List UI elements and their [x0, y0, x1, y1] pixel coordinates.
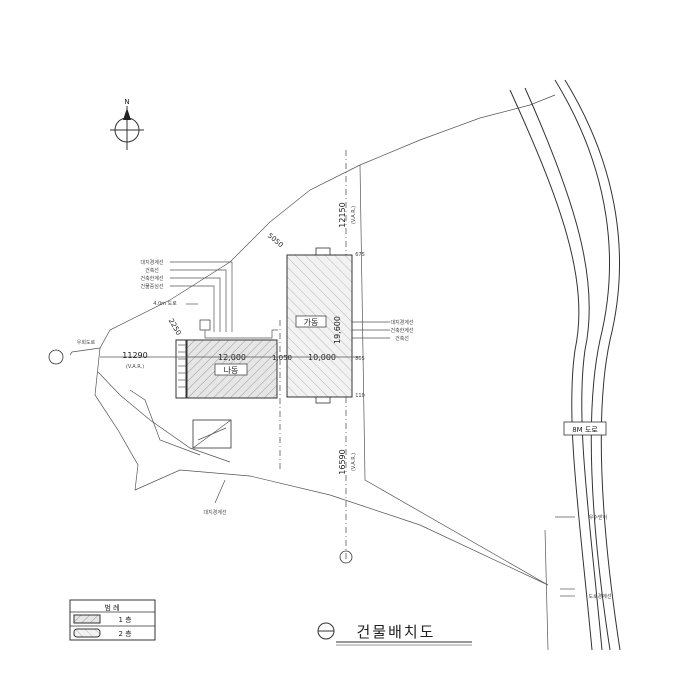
svg-text:건축한계선: 건축한계선 [140, 275, 163, 282]
road-label: 8M 도로 [572, 426, 598, 434]
svg-text:건물중심선: 건물중심선 [140, 283, 163, 290]
road-notes: 우수받이 도로경계선 [555, 514, 612, 600]
west-note: 우회도로 [77, 339, 96, 346]
ga-width: 10,000 [308, 353, 336, 362]
svg-text:건축선: 건축선 [145, 267, 159, 274]
svg-text:805: 805 [355, 356, 365, 362]
na-label: 나동 [224, 366, 239, 375]
svg-text:대지경계선: 대지경계선 [203, 509, 226, 516]
site-boundary [69, 94, 556, 586]
svg-text:도로경계선: 도로경계선 [588, 593, 611, 600]
drawing-title-text: 건물배치도 [356, 623, 435, 641]
bottom-note: 대지경계선 [203, 479, 227, 516]
svg-text:(V.A.R.): (V.A.R.) [351, 206, 357, 224]
svg-text:4.0m 도로: 4.0m 도로 [153, 301, 177, 307]
dim-north-setback: 12150 [338, 202, 347, 227]
svg-text:(V.A.R.): (V.A.R.) [351, 453, 357, 471]
road-label-box: 8M 도로 [563, 421, 607, 436]
svg-text:대지경계선: 대지경계선 [390, 319, 413, 326]
svg-text:675: 675 [355, 252, 365, 258]
building-na: 12,000 나동 [175, 339, 278, 399]
legend-item-2: 2 층 [118, 629, 132, 638]
drawing-title: 건물배치도 [317, 622, 472, 646]
legend-title: 범 례 [104, 603, 119, 612]
svg-text:건축선: 건축선 [395, 335, 409, 342]
dim-gap: 1,050 [272, 354, 292, 362]
ga-label: 가동 [304, 318, 319, 327]
annex-box [192, 419, 232, 449]
svg-text:건축한계선: 건축한계선 [390, 327, 413, 334]
dim-south-setback: 16590 [338, 449, 347, 474]
north-label: N [124, 98, 129, 106]
dim-west-setback: 11290 [122, 351, 147, 360]
dim-diag-1: 5050 [266, 232, 285, 250]
svg-text:대지경계선: 대지경계선 [140, 259, 163, 266]
svg-text:우수받이: 우수받이 [589, 514, 607, 521]
svg-text:110: 110 [355, 393, 365, 399]
building-ga: 가동 19,600 10,000 [286, 247, 353, 404]
dim-diag-2: 2250 [167, 317, 183, 336]
na-width: 12,000 [218, 353, 246, 362]
north-arrow: N [110, 98, 144, 150]
legend: 범 례 1 층 2 층 [69, 599, 156, 641]
legend-item-1: 1 층 [118, 615, 132, 624]
road-8m [509, 79, 621, 651]
leader-notes-right: 대지경계선 건축한계선 건축선 [352, 319, 414, 342]
svg-text:(V.A.R.): (V.A.R.) [126, 364, 144, 370]
leader-notes-left: 대지경계선 건축선 건축한계선 건물중심선 4.0m 도로 [140, 259, 278, 339]
dimension-lines: 11290 (V.A.R.) 1,050 805 675 110 12150 (… [48, 202, 365, 564]
ga-depth: 19,600 [333, 316, 342, 344]
